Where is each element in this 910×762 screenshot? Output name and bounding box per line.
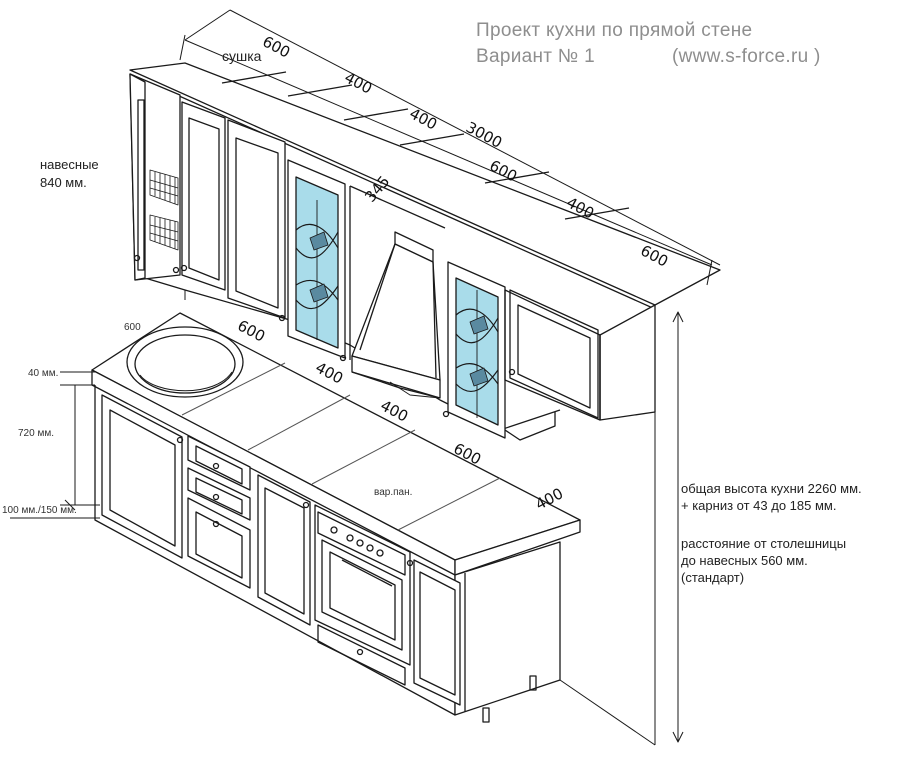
wall-lines [184, 290, 656, 746]
drying-label: сушка [222, 48, 262, 64]
hob-label: вар.пан. [374, 487, 413, 498]
height-dimension [672, 311, 684, 743]
drawer-cabinet [187, 435, 251, 589]
title-line-1: Проект кухни по прямой стене [476, 20, 753, 41]
wall-units-label: навесные [40, 157, 99, 172]
body-height-label: 720 мм. [18, 428, 54, 439]
upper-door-2 [180, 101, 226, 291]
note-distance-value: до навесных 560 мм. [681, 553, 808, 568]
wall-units-height: 840 мм. [40, 175, 87, 190]
note-cornice: + карниз от 43 до 185 мм. [681, 498, 837, 513]
left-height-dims [10, 371, 100, 519]
range-hood [351, 231, 441, 399]
dish-rack [149, 169, 179, 251]
upper-lift-door [504, 289, 601, 441]
glass-door-left [287, 159, 347, 362]
hood-niche [349, 185, 446, 360]
note-standard: (стандарт) [681, 570, 745, 585]
lower-door-5 [406, 559, 461, 706]
oven [314, 504, 411, 686]
upper-door-3 [227, 119, 286, 322]
note-distance: расстояние от столешницы [681, 536, 847, 551]
upper-right-side [599, 304, 656, 421]
title-website: (www.s-force.ru ) [672, 46, 821, 67]
glass-door-right [442, 261, 506, 439]
note-total-height: общая высота кухни 2260 мм. [681, 481, 862, 496]
upper-dimension-line [179, 9, 721, 286]
upper-top-surface [129, 62, 721, 306]
upper-cabinets [129, 9, 721, 441]
drying-cabinet [129, 73, 181, 281]
sink-cabinet-door [101, 394, 184, 559]
lower-cabinets [91, 312, 581, 723]
sink [126, 326, 244, 398]
lower-door-3 [257, 474, 311, 626]
plinth-height-label: 100 мм./150 мм. [2, 505, 77, 516]
lower-dim-0: 600 [124, 322, 141, 333]
title-variant: Вариант № 1 [476, 46, 595, 67]
top-thickness-label: 40 мм. [28, 368, 59, 379]
